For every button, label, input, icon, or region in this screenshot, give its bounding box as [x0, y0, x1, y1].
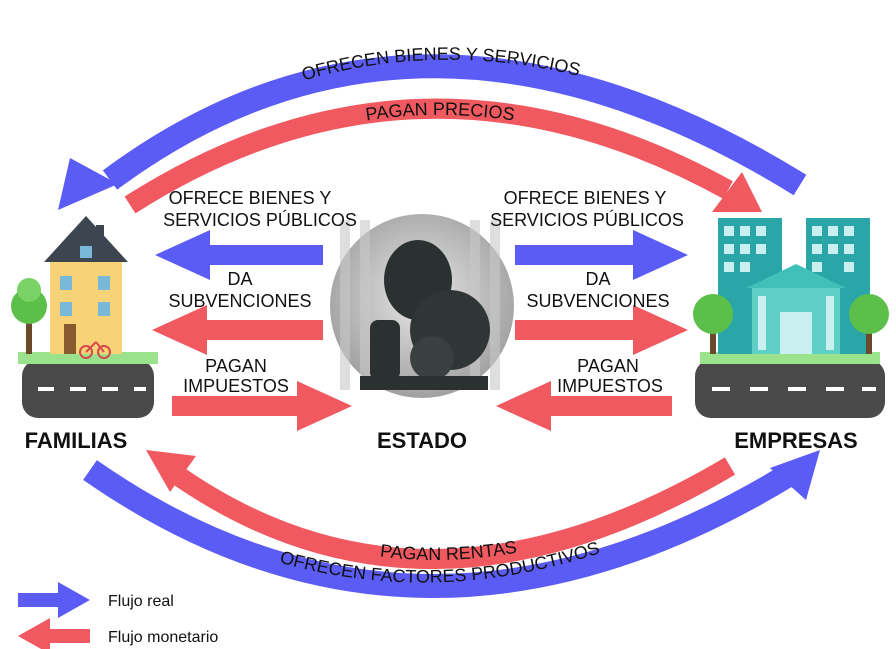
legend-real-label: Flujo real: [108, 593, 174, 610]
label-left-offers-2: SERVICIOS PÚBLICOS: [163, 209, 357, 230]
arc-bottom-blue: [83, 460, 797, 598]
label-left-offers-1: OFRECE BIENES Y: [169, 188, 332, 208]
arrow-right-taxes: [172, 396, 302, 416]
state-to-companies-arrows: [496, 230, 688, 431]
svg-text:PAGAN PRECIOS: PAGAN PRECIOS: [364, 99, 516, 125]
buildings-icon: [693, 218, 889, 418]
arrowhead-bottom-blue: [770, 450, 820, 500]
node-families: FAMILIAS: [25, 428, 128, 453]
arrow-right-public-services: [515, 245, 633, 265]
legend: Flujo real Flujo monetario: [18, 582, 218, 649]
arc-top-blue: [102, 54, 807, 196]
label-right-offers-1: OFRECE BIENES Y: [504, 188, 667, 208]
arrowhead-bottom-red: [146, 450, 196, 492]
arrow-right-subsidies: [515, 320, 633, 340]
state-lion-image: [330, 214, 514, 398]
label-left-subsidies-2: SUBVENCIONES: [168, 291, 311, 311]
house-icon: [11, 216, 158, 418]
state-to-families-arrows: [152, 230, 352, 431]
arrow-left-taxes: [548, 396, 672, 416]
label-pay-prices: PAGAN PRECIOS: [364, 99, 516, 125]
label-left-taxes-1: PAGAN: [205, 356, 267, 376]
label-right-taxes-1: PAGAN: [577, 356, 639, 376]
label-left-subsidies-1: DA: [227, 269, 252, 289]
arrow-left-public-services: [205, 245, 323, 265]
legend-real-arrow-icon: [18, 582, 90, 618]
label-right-subsidies-2: SUBVENCIONES: [526, 291, 669, 311]
arrowhead-top-blue: [58, 158, 118, 210]
legend-monetary-label: Flujo monetario: [108, 629, 218, 646]
arrow-left-subsidies: [205, 320, 323, 340]
arc-top-red: [124, 98, 733, 214]
label-left-taxes-2: IMPUESTOS: [183, 376, 289, 396]
label-right-subsidies-1: DA: [585, 269, 610, 289]
arc-bottom-red: [164, 457, 736, 569]
label-right-taxes-2: IMPUESTOS: [557, 376, 663, 396]
node-state: ESTADO: [377, 428, 467, 453]
legend-monetary-arrow-icon: [18, 618, 90, 649]
node-companies: EMPRESAS: [734, 428, 857, 453]
arrowhead-top-red: [712, 172, 762, 212]
label-right-offers-2: SERVICIOS PÚBLICOS: [490, 209, 684, 230]
